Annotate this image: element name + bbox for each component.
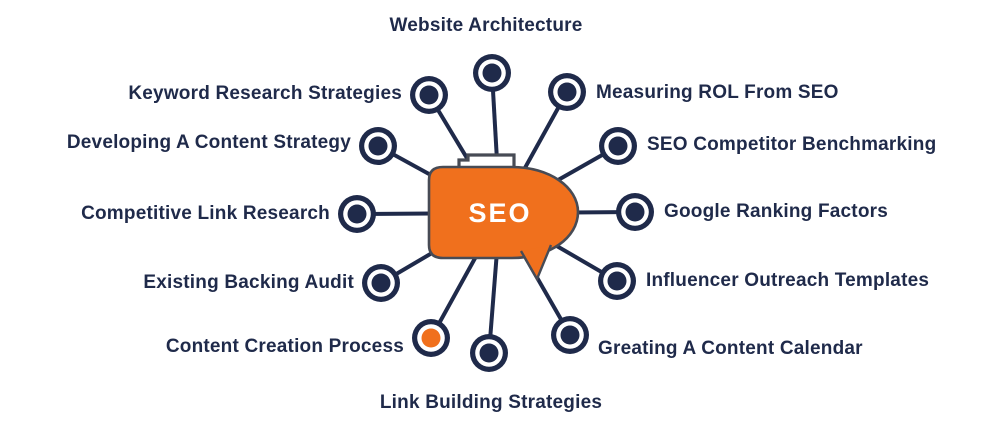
node-circle: [560, 325, 580, 345]
node-content-creation-process: [412, 319, 450, 357]
node-circle: [371, 273, 391, 293]
label-existing-backing-audit: Existing Backing Audit: [143, 272, 354, 293]
label-content-creation-process: Content Creation Process: [165, 336, 404, 357]
node-circle: [625, 202, 645, 222]
label-measuring-rol-from-seo: Measuring ROL From SEO: [596, 82, 839, 103]
node-circle: [479, 343, 499, 363]
node-greating-a-content-calendar: [551, 316, 589, 354]
topic-nodes: [338, 54, 654, 372]
node-seo-competitor-benchmarking: [599, 127, 637, 165]
node-existing-backing-audit: [362, 264, 400, 302]
label-seo-competitor-benchmarking: SEO Competitor Benchmarking: [647, 134, 937, 155]
node-link-building-strategies: [470, 334, 508, 372]
label-link-building-strategies: Link Building Strategies: [379, 392, 603, 413]
node-google-ranking-factors: [616, 193, 654, 231]
node-circle: [557, 82, 577, 102]
center-label: SEO: [468, 198, 531, 228]
label-developing-a-content-strategy: Developing A Content Strategy: [66, 132, 351, 153]
node-circle: [607, 271, 627, 291]
label-greating-a-content-calendar: Greating A Content Calendar: [598, 338, 863, 359]
node-circle: [368, 136, 388, 156]
node-circle: [347, 204, 367, 224]
node-circle: [482, 63, 502, 83]
node-developing-a-content-strategy: [359, 127, 397, 165]
node-keyword-research-strategies: [410, 76, 448, 114]
label-google-ranking-factors: Google Ranking Factors: [664, 201, 888, 222]
node-website-architecture: [473, 54, 511, 92]
label-keyword-research-strategies: Keyword Research Strategies: [128, 83, 402, 104]
node-competitive-link-research: [338, 195, 376, 233]
node-circle: [419, 85, 439, 105]
node-circle: [421, 328, 441, 348]
seo-center-bubble: SEO: [427, 153, 580, 282]
node-measuring-rol-from-seo: [548, 73, 586, 111]
speech-bubble-tail: [519, 244, 553, 282]
label-influencer-outreach-templates: Influencer Outreach Templates: [646, 270, 930, 291]
label-competitive-link-research: Competitive Link Research: [81, 203, 330, 224]
node-circle: [608, 136, 628, 156]
speech-bubble-shape: [427, 165, 580, 260]
node-influencer-outreach-templates: [598, 262, 636, 300]
label-website-architecture: Website Architecture: [389, 15, 583, 36]
